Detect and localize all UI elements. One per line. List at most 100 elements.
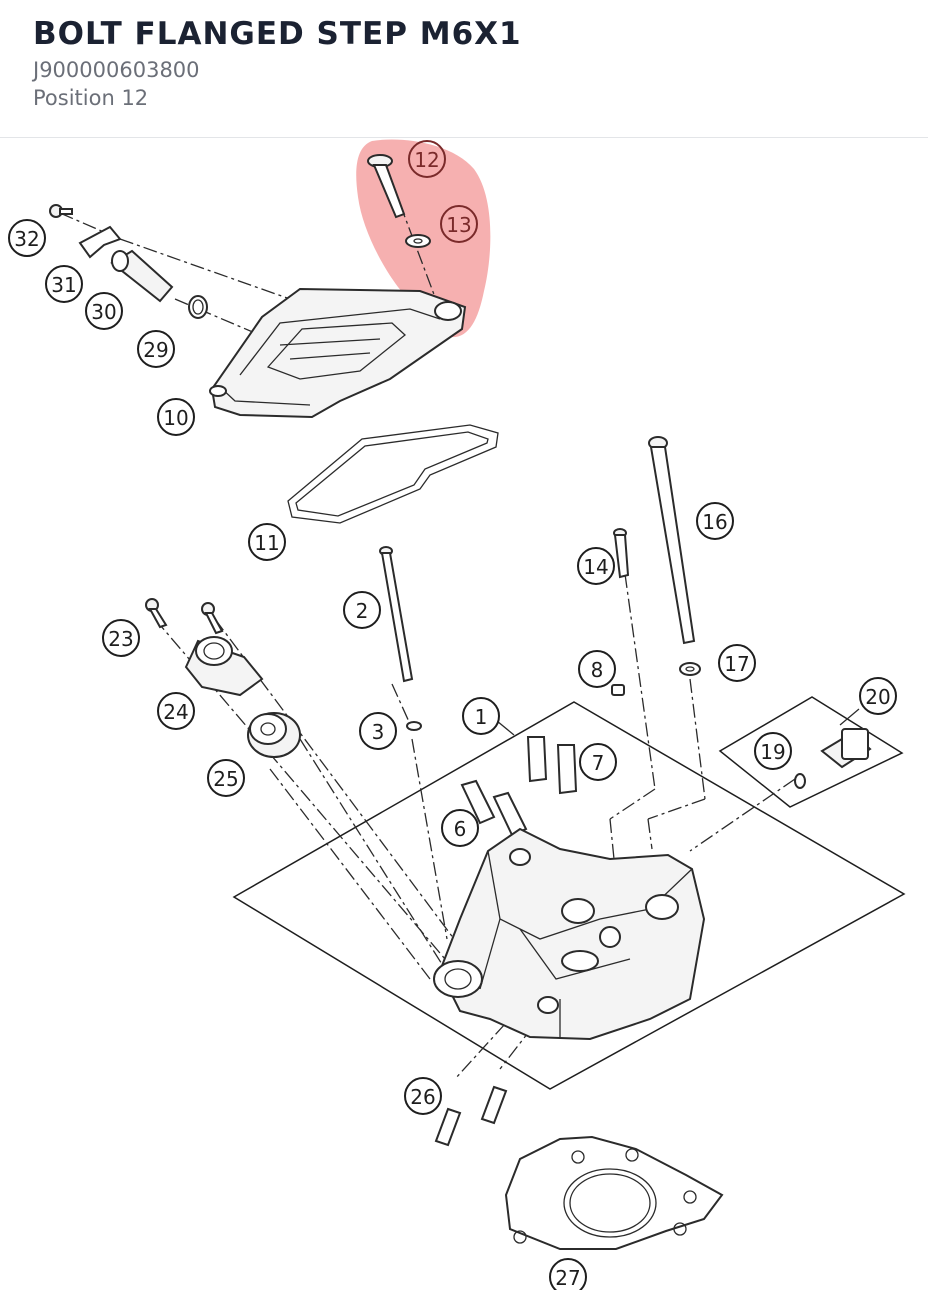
callout-circle [578,650,616,688]
callout-20[interactable]: 20 [859,677,897,715]
callout-leaders [496,708,860,736]
cover-gasket-11 [287,424,499,524]
part-title: BOLT FLANGED STEP M6X1 [33,16,522,52]
washer-13 [405,234,431,248]
callout-2[interactable]: 2 [343,591,381,629]
sensor-20 [820,728,872,769]
callout-circle [408,140,446,178]
callout-circle [577,547,615,585]
callout-31[interactable]: 31 [45,265,83,303]
bracket-clip [78,225,122,259]
thermostat-25 [247,712,301,758]
callout-label: 12 [414,148,439,172]
valve-cover-10 [209,287,467,419]
callout-layer: 1236781011121314161719202324252627293031… [8,140,897,1290]
callout-label: 31 [51,273,76,297]
callout-label: 30 [91,300,116,324]
callout-14[interactable]: 14 [577,547,615,585]
callout-circle [248,523,286,561]
callout-circle [696,502,734,540]
callout-label: 24 [163,700,188,724]
callout-circle [85,292,123,330]
bolt-14 [613,528,630,579]
callout-label: 23 [108,627,133,651]
callout-1[interactable]: 1 [462,697,500,735]
callout-circle [343,591,381,629]
callout-circle [859,677,897,715]
callout-29[interactable]: 29 [137,330,175,368]
sensor-plane [718,696,904,808]
part-header: BOLT FLANGED STEP M6X1 J900000603800 Pos… [0,0,928,138]
callout-label: 29 [143,338,168,362]
callout-19[interactable]: 19 [754,732,792,770]
callout-circle [45,265,83,303]
callout-circle [207,759,245,797]
dowel-pins-26 [434,1085,508,1147]
callout-label: 16 [702,510,727,534]
callout-27[interactable]: 27 [549,1258,587,1290]
callout-8[interactable]: 8 [578,650,616,688]
callout-6[interactable]: 6 [441,809,479,847]
housing-24 [184,636,264,697]
valve-guides-6 [460,779,528,837]
bolt-2 [379,546,414,683]
callout-16[interactable]: 16 [696,502,734,540]
callout-17[interactable]: 17 [718,644,756,682]
callout-label: 8 [591,658,604,682]
sensor-31 [110,249,174,303]
callout-circle [441,809,479,847]
callout-label: 10 [163,406,188,430]
callout-label: 20 [865,685,890,709]
callout-26[interactable]: 26 [404,1077,442,1115]
callout-25[interactable]: 25 [207,759,245,797]
callout-circle [754,732,792,770]
cylinder-head-plane [232,701,906,1090]
callout-label: 25 [213,767,238,791]
head-gasket-27 [504,1135,724,1250]
diagram-canvas: 1236781011121314161719202324252627293031… [8,139,906,1290]
callout-10[interactable]: 10 [157,398,195,436]
bolt-12 [367,154,406,219]
washer-3 [406,721,422,731]
callout-circle [102,619,140,657]
o-ring-29 [188,295,208,319]
callout-label: 14 [583,555,608,579]
callout-32[interactable]: 32 [8,219,46,257]
callout-23[interactable]: 23 [102,619,140,657]
valve-guides-7 [526,736,578,795]
callout-circle [549,1258,587,1290]
callout-circle [8,219,46,257]
callout-24[interactable]: 24 [157,692,195,730]
callout-11[interactable]: 11 [248,523,286,561]
washer-17 [679,662,701,676]
callout-label: 2 [356,599,369,623]
callout-13[interactable]: 13 [440,205,478,243]
cylinder-head-1 [433,827,706,1041]
washer-19 [794,773,806,789]
screw-32 [49,204,73,218]
callout-7[interactable]: 7 [579,743,617,781]
callout-label: 17 [724,652,749,676]
callout-12[interactable]: 12 [408,140,446,178]
callout-circle [137,330,175,368]
callout-circle [404,1077,442,1115]
callout-label: 26 [410,1085,435,1109]
callout-30[interactable]: 30 [85,292,123,330]
part-position: Position 12 [33,86,149,110]
callout-label: 7 [592,751,605,775]
callout-label: 27 [555,1266,580,1290]
callout-3[interactable]: 3 [359,712,397,750]
callout-label: 13 [446,213,471,237]
callout-circle [462,697,500,735]
callout-label: 32 [14,227,39,251]
callout-label: 6 [454,817,467,841]
callout-circle [359,712,397,750]
callout-circle [718,644,756,682]
callout-label: 19 [760,740,785,764]
bolts-23 [145,598,224,635]
callout-circle [157,398,195,436]
part-number: J900000603800 [33,58,200,82]
bolt-16 [648,436,696,645]
callout-label: 1 [475,705,488,729]
